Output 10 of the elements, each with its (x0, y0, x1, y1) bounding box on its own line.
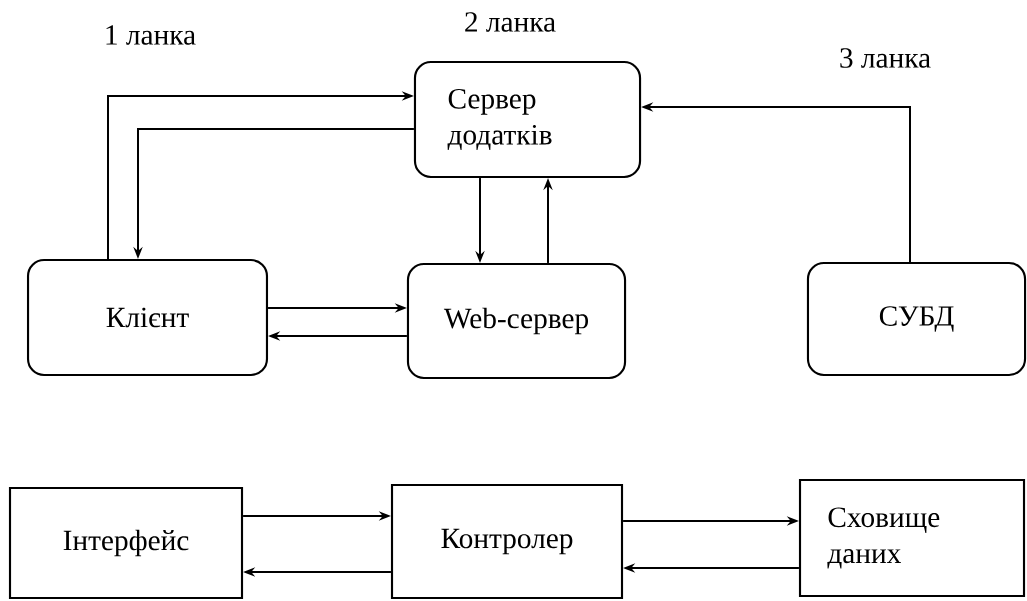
process-box: Контролер (390, 483, 624, 600)
process-box: Сховище даних (798, 478, 1026, 598)
rounded-box: Клієнт (26, 258, 269, 377)
tier-label: 2 ланка (465, 12, 556, 32)
rounded-box: СУБД (806, 261, 1027, 377)
tier-label: 3 ланка (840, 48, 931, 68)
tier-label: 1 ланка (106, 25, 196, 45)
process-box: Інтерфейс (8, 486, 244, 600)
rounded-box: Web-сервер (406, 262, 627, 380)
rounded-box: Сервер додатків (413, 60, 642, 179)
